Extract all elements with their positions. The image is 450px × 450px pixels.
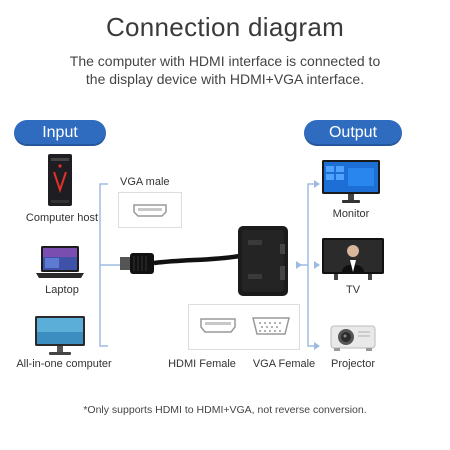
output-arrow-head	[296, 261, 302, 269]
projector-arrow-head	[314, 342, 320, 350]
input-badge: Input	[14, 120, 106, 146]
input-label-laptop: Laptop	[45, 284, 79, 296]
monitor-arrow-head	[314, 180, 320, 188]
hdmi-male-port-box	[118, 192, 182, 228]
input-label-computer-host: Computer host	[25, 212, 99, 224]
laptop-icon	[36, 246, 84, 278]
projector-icon	[330, 325, 376, 351]
hdmi-female-port-icon	[200, 318, 236, 333]
output-label-monitor: Monitor	[332, 208, 370, 220]
hdmi-port-icon	[133, 204, 167, 217]
female-ports-box	[188, 304, 300, 350]
output-bracket	[307, 183, 318, 347]
footnote: *Only supports HDMI to HDMI+VGA, not rev…	[83, 404, 367, 416]
tv-arrow-head	[314, 261, 320, 269]
page-title: Connection diagram	[105, 12, 345, 42]
output-badge: Output	[304, 120, 402, 146]
hdmi-female-label: HDMI Female	[168, 358, 236, 370]
input-label-all-in-one: All-in-one computer	[16, 358, 112, 370]
vga-female-label: VGA Female	[252, 358, 316, 370]
page-subtitle: The computer with HDMI interface is conn…	[20, 52, 430, 88]
all-in-one-computer-icon	[35, 316, 85, 355]
ports-illustration	[200, 317, 290, 335]
vga-female-port-icon	[252, 317, 290, 335]
hdmi-vga-adapter-icon	[120, 226, 288, 296]
tv-icon	[322, 238, 384, 280]
vga-male-label: VGA male	[120, 176, 170, 188]
output-label-tv: TV	[345, 284, 361, 296]
subtitle-line-2: the display device with HDMI+VGA interfa…	[85, 71, 365, 87]
computer-host-icon	[48, 154, 72, 206]
monitor-icon	[322, 160, 380, 203]
output-label-projector: Projector	[330, 358, 376, 370]
subtitle-line-1: The computer with HDMI interface is conn…	[69, 53, 381, 69]
